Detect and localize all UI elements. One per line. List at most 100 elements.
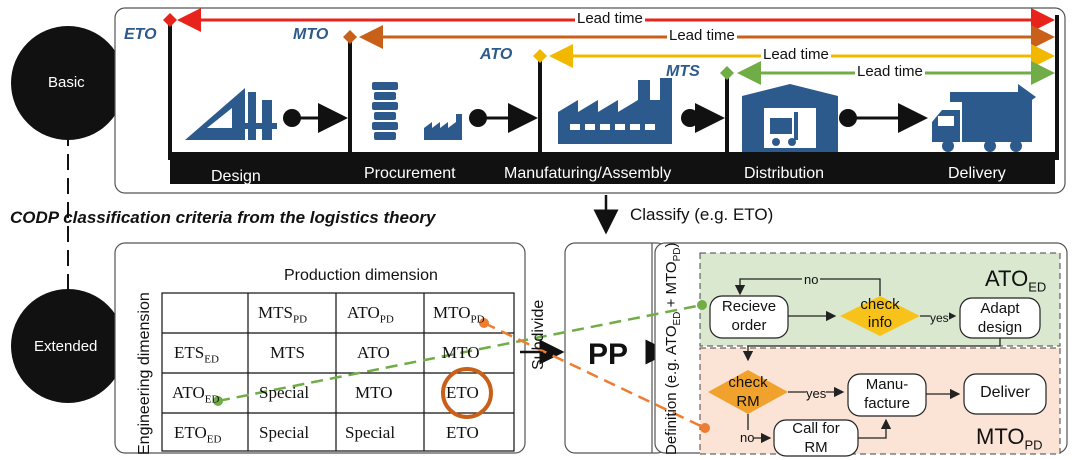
manufacture-line2: facture	[864, 395, 910, 412]
matrix-cell: ETO	[446, 383, 479, 402]
matrix-cell: ETO	[446, 423, 479, 442]
factory-icon	[558, 78, 672, 144]
row-header-ato-sub: ED	[204, 393, 220, 406]
mto-region-label-main: MTO	[976, 424, 1025, 449]
check-info-line1: check	[860, 296, 900, 313]
mto-type-label: MTO	[293, 26, 329, 43]
check-rm-line1: check	[728, 374, 768, 391]
green-dashed-link	[217, 303, 703, 403]
recieve-order-box	[709, 295, 789, 339]
col-header-ato-main: ATO	[347, 303, 380, 322]
col-header-mto: MTOPD	[433, 303, 485, 325]
mto-region-label: MTOPD	[976, 424, 1043, 452]
definition-plus: + MTO	[663, 261, 680, 312]
row-header-ets: ETSED	[174, 343, 219, 365]
lead-time-mts: Lead time	[855, 63, 925, 80]
row-header-eto: ETOED	[174, 423, 221, 445]
row-header-ato: ATOED	[172, 383, 219, 405]
eto-type-label: ETO	[124, 26, 157, 43]
col-header-mto-sub: PD	[470, 313, 485, 326]
col-header-ato: ATOPD	[347, 303, 394, 325]
mto-region-label-sub: PD	[1024, 437, 1043, 453]
check-rm-line2: RM	[736, 393, 760, 410]
matrix-cell: MTO	[442, 343, 480, 362]
design-icon	[185, 88, 277, 140]
mts-diamond	[720, 66, 734, 80]
deliver-text: Deliver	[980, 384, 1030, 401]
engineering-dimension-label: Engineering dimension	[136, 292, 153, 455]
ato-region-label-sub: ED	[1028, 279, 1047, 295]
matrix-cell: Special	[259, 383, 310, 402]
adapt-design-line1: Adapt	[980, 300, 1020, 317]
ato-diamond	[533, 49, 547, 63]
row-header-ets-sub: ED	[204, 353, 219, 366]
definition-label: Definition (e.g. ATOED + MTOPD)	[663, 243, 687, 455]
criteria-title: CODP classification criteria from the lo…	[10, 208, 436, 227]
check-info-line2: info	[867, 314, 893, 331]
no-label-bottom: no	[740, 430, 755, 445]
truck-icon	[932, 84, 1036, 152]
definition-end: )	[663, 242, 680, 248]
manufacture-text: Manu-facture	[848, 375, 926, 413]
ato-type-label: ATO	[480, 46, 513, 63]
stage-band	[170, 152, 1055, 184]
orange-dashed-link	[483, 321, 706, 430]
col-header-mts-main: MTS	[258, 303, 293, 322]
matrix-cell: ATO	[357, 343, 390, 362]
row-header-ato-main: ATO	[172, 383, 205, 402]
no-label-top: no	[802, 272, 821, 287]
subdivide-label: Subdivide	[530, 299, 547, 370]
call-rm-line1: Call for	[792, 420, 840, 437]
mto-diamond	[343, 30, 357, 44]
matrix-cell: Special	[345, 423, 396, 442]
eto-diamond	[163, 13, 177, 27]
yes-label-bottom: yes	[806, 386, 827, 401]
lead-time-ato: Lead time	[761, 46, 831, 63]
col-header-mts-sub: PD	[292, 313, 308, 326]
check-rm-diamond	[708, 370, 788, 414]
matrix-cell: Special	[259, 423, 310, 442]
pp-label: PP	[588, 338, 629, 371]
matrix-cell: MTS	[270, 343, 305, 362]
stage-procurement: Procurement	[364, 165, 456, 182]
warehouse-icon	[742, 84, 838, 152]
col-header-mts: MTSPD	[258, 303, 307, 325]
manufacture-box	[847, 373, 927, 417]
eto-highlight-circle	[441, 367, 493, 419]
lead-time-mto: Lead time	[667, 27, 737, 44]
stage-distribution: Distribution	[744, 165, 825, 182]
check-info-diamond	[840, 296, 920, 336]
manufacture-line1: Manu-	[865, 376, 909, 393]
yes-label-top: yes	[930, 311, 949, 325]
recieve-order-line2: order	[731, 317, 767, 334]
stage-manufacturing: Manufaturing/Assembly	[504, 165, 672, 182]
mts-type-label: MTS	[666, 63, 700, 80]
adapt-design-text: Adapt design	[960, 299, 1040, 337]
basic-label: Basic	[48, 74, 85, 91]
definition-main: Definition (e.g. ATO	[663, 325, 680, 455]
extended-label: Extended	[34, 338, 98, 355]
ato-region-label-main: ATO	[985, 266, 1029, 291]
adapt-design-line2: design	[977, 319, 1023, 336]
row-header-ets-main: ETS	[174, 343, 205, 362]
production-dimension-label: Production dimension	[284, 267, 438, 284]
row-header-eto-sub: ED	[206, 433, 222, 446]
stage-design: Design	[211, 168, 261, 185]
col-header-mto-main: MTO	[433, 303, 471, 322]
ato-region-label: ATOED	[985, 266, 1046, 294]
basic-circle	[11, 26, 125, 140]
extended-circle	[11, 289, 125, 403]
col-header-ato-sub: PD	[379, 313, 394, 326]
deliver-box	[963, 373, 1047, 415]
definition-sub1: ED	[672, 311, 683, 326]
procurement-icon	[372, 82, 462, 140]
classify-label: Classify (e.g. ETO)	[630, 205, 774, 224]
matrix-cell: MTO	[355, 383, 393, 402]
lead-time-eto: Lead time	[575, 10, 645, 27]
call-rm-line2: RM	[804, 439, 828, 456]
